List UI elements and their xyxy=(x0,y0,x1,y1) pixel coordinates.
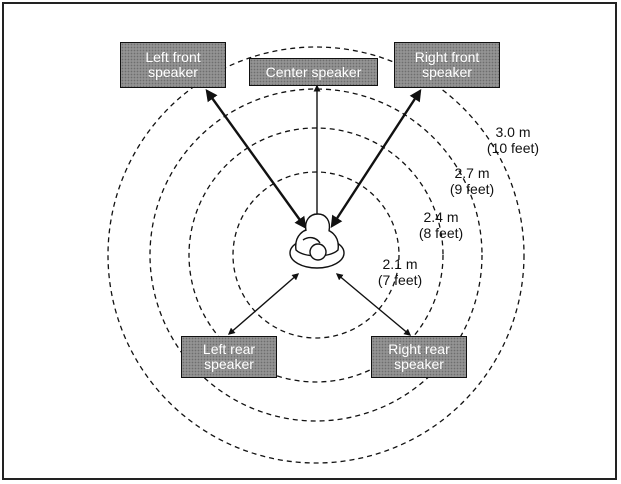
ring-3-0m xyxy=(107,46,525,464)
arrow-left-front xyxy=(205,89,307,229)
distance-label-3-0m: 3.0 m (10 feet) xyxy=(478,124,548,156)
distance-label-2-4m: 2.4 m (8 feet) xyxy=(409,209,473,241)
distance-imperial: (9 feet) xyxy=(449,181,495,197)
left-rear-speaker: Left rear speaker xyxy=(181,336,277,378)
left-rear-speaker-line2: speaker xyxy=(204,356,254,372)
distance-metric: 3.0 m xyxy=(495,124,531,140)
left-front-speaker-line1: Left front xyxy=(145,49,201,65)
right-front-speaker: Right front speaker xyxy=(394,42,500,88)
distance-label-2-7m: 2.7 m (9 feet) xyxy=(440,165,504,197)
right-front-speaker-line1: Right front xyxy=(414,49,480,65)
distance-imperial: (7 feet) xyxy=(377,272,423,288)
center-speaker-label: Center speaker xyxy=(265,63,362,80)
arrow-right-rear xyxy=(335,273,412,336)
center-speaker: Center speaker xyxy=(249,58,378,86)
left-front-speaker: Left front speaker xyxy=(120,42,226,88)
distance-imperial: (10 feet) xyxy=(486,140,540,156)
arrow-left-rear xyxy=(227,273,300,335)
distance-imperial: (8 feet) xyxy=(418,225,464,241)
arrow-right-front xyxy=(330,88,422,229)
right-front-speaker-line2: speaker xyxy=(422,64,472,80)
distance-metric: 2.7 m xyxy=(454,165,490,181)
right-rear-speaker-line1: Right rear xyxy=(388,341,450,357)
left-front-speaker-line2: speaker xyxy=(148,64,198,80)
left-rear-speaker-line1: Left rear xyxy=(202,341,256,357)
right-rear-speaker: Right rear speaker xyxy=(371,336,467,378)
ring-2-7m xyxy=(149,88,483,422)
distance-metric: 2.4 m xyxy=(423,209,459,225)
right-rear-speaker-line2: speaker xyxy=(394,356,444,372)
distance-metric: 2.1 m xyxy=(382,256,418,272)
listener-icon xyxy=(289,213,345,269)
distance-label-2-1m: 2.1 m (7 feet) xyxy=(368,256,432,288)
